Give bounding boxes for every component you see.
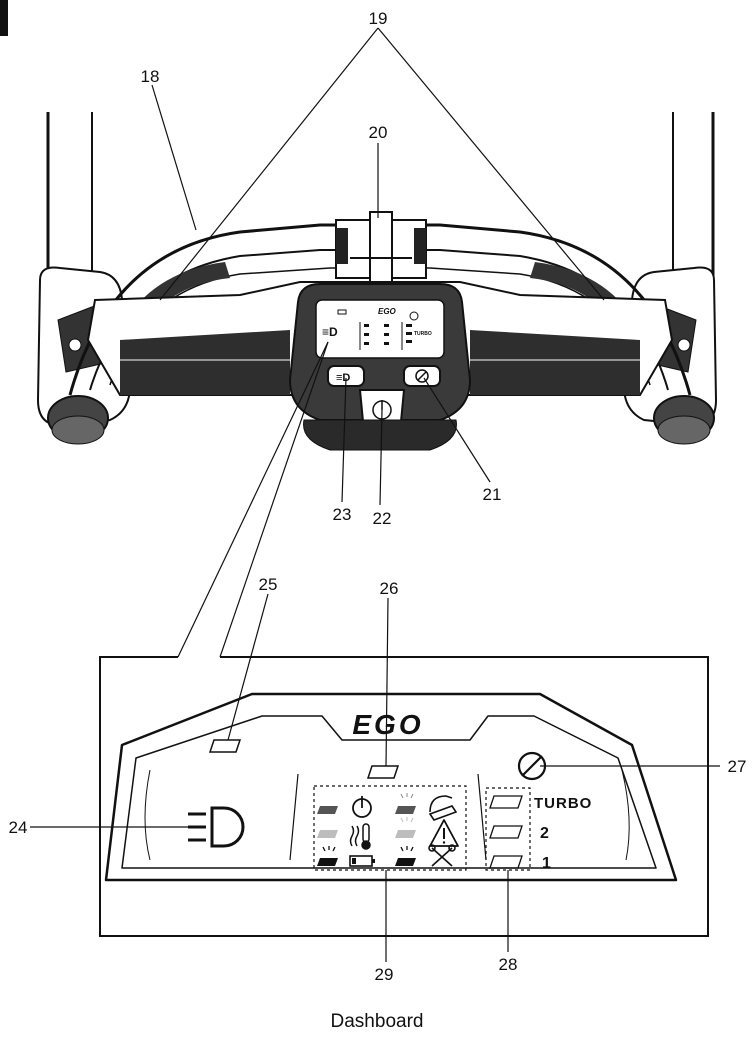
speed-label-1: 1 [542, 855, 551, 872]
callout-21: 21 [483, 485, 502, 504]
speed-label-2: 2 [540, 825, 549, 842]
figure-caption: Dashboard [330, 1011, 424, 1032]
power-icon [352, 796, 372, 818]
svg-text:EGO: EGO [378, 307, 397, 316]
tools-icon [428, 844, 456, 867]
svg-text:≡D: ≡D [322, 325, 338, 339]
callout-27: 27 [728, 757, 747, 776]
page-edge-tab [0, 0, 8, 36]
zoom-frame [99, 656, 709, 937]
speed-led-1 [489, 855, 523, 869]
callout-28: 28 [499, 955, 518, 974]
ego-logo: EGO [352, 709, 423, 740]
dashboard-leader-lines [30, 593, 720, 962]
led-blade-lift [395, 806, 416, 814]
led-service [395, 858, 416, 866]
svg-text:TURBO: TURBO [414, 331, 432, 337]
speed-label-turbo: TURBO [534, 795, 592, 812]
warning-indicator-group [313, 785, 467, 871]
callout-24: 24 [9, 818, 28, 837]
speed-led-2 [489, 825, 523, 839]
led-battery [317, 858, 338, 866]
speed-led-turbo [489, 795, 523, 809]
overview-leader-lines [151, 27, 605, 658]
status-indicator-25 [208, 739, 242, 753]
callout-25: 25 [259, 575, 278, 594]
callout-22: 22 [373, 509, 392, 528]
mower-illustration: EGO ≡D TURBO ≡D [36, 112, 718, 451]
callout-29: 29 [375, 965, 394, 984]
led-warning [395, 830, 416, 838]
overheat-thermometer-icon [349, 823, 371, 850]
dashboard-panel: EGO [104, 692, 678, 882]
status-indicator-26 [366, 765, 400, 779]
callout-18: 18 [141, 67, 160, 86]
speed-indicator-group [485, 787, 531, 871]
led-power [317, 806, 338, 814]
led-overheat [317, 830, 338, 838]
callout-26: 26 [380, 579, 399, 598]
callout-23: 23 [333, 505, 352, 524]
callout-19: 19 [369, 9, 388, 28]
battery-icon [349, 855, 375, 867]
callout-20: 20 [369, 123, 388, 142]
warning-triangle-icon [429, 819, 459, 847]
svg-text:≡D: ≡D [336, 372, 350, 384]
blade-lift-icon [428, 795, 458, 821]
